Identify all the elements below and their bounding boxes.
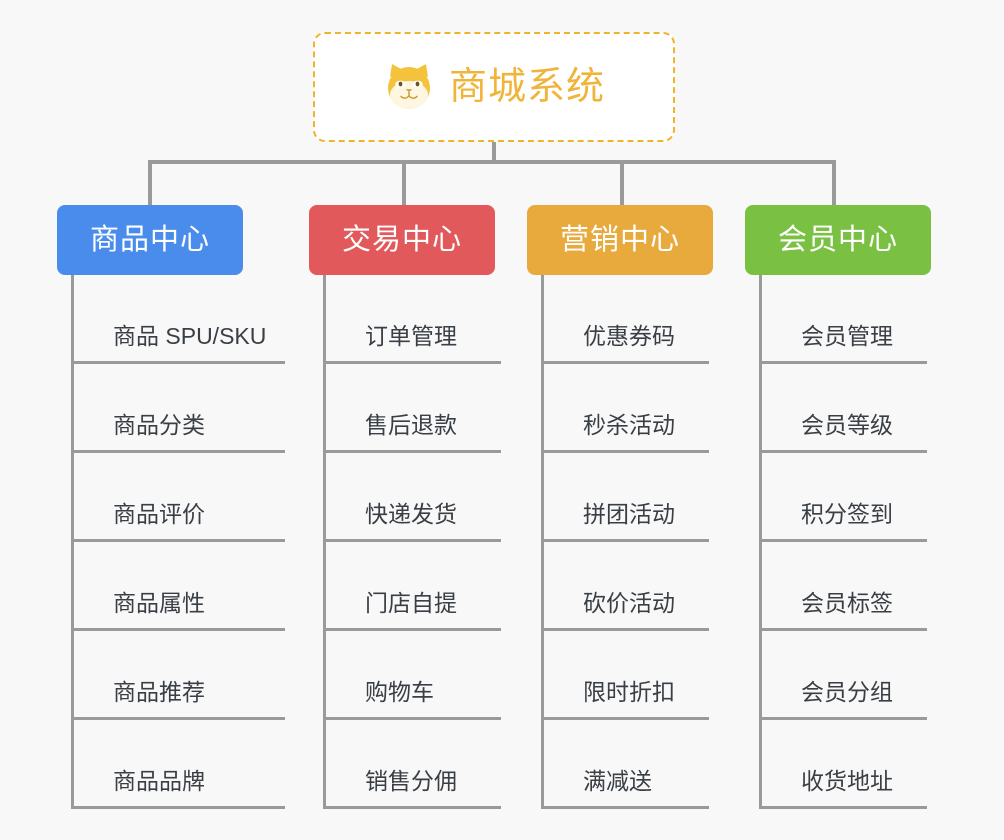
leaf-item[interactable]: 收货地址 <box>759 720 927 809</box>
leaf-item-underline <box>541 717 709 720</box>
leaf-item-underline <box>71 806 285 809</box>
leaf-item[interactable]: 商品分类 <box>71 364 285 453</box>
leaf-item[interactable]: 商品 SPU/SKU <box>71 275 285 364</box>
shiba-dog-face-icon <box>383 61 435 113</box>
leaf-item[interactable]: 拼团活动 <box>541 453 709 542</box>
leaf-item[interactable]: 优惠券码 <box>541 275 709 364</box>
leaf-item-underline <box>541 806 709 809</box>
category-label-trade: 交易中心 <box>341 223 462 256</box>
leaf-item[interactable]: 限时折扣 <box>541 631 709 720</box>
leaf-item[interactable]: 会员标签 <box>759 542 927 631</box>
leaf-item-label: 会员标签 <box>801 590 893 616</box>
leaf-item-label: 限时折扣 <box>583 679 675 705</box>
leaf-item[interactable]: 销售分佣 <box>323 720 501 809</box>
root-node[interactable]: 商城系统 <box>313 32 675 142</box>
leaf-item-underline <box>541 539 709 542</box>
leaf-item[interactable]: 积分签到 <box>759 453 927 542</box>
root-title: 商城系统 <box>448 66 605 108</box>
leaf-item-label: 快递发货 <box>365 501 457 527</box>
connector-drop-4 <box>832 160 836 205</box>
leaf-item[interactable]: 购物车 <box>323 631 501 720</box>
branch-spine <box>71 275 74 809</box>
leaf-item-label: 砍价活动 <box>583 590 675 616</box>
leaf-item-label: 积分签到 <box>801 501 893 527</box>
leaf-item-underline <box>759 361 927 364</box>
leaf-item-label: 商品属性 <box>113 590 205 616</box>
connector-root-stem <box>492 142 496 162</box>
leaf-item[interactable]: 砍价活动 <box>541 542 709 631</box>
leaf-item[interactable]: 门店自提 <box>323 542 501 631</box>
leaf-item-underline <box>541 361 709 364</box>
leaf-item-label: 商品品牌 <box>113 768 205 794</box>
leaf-item-label: 订单管理 <box>365 323 457 349</box>
connector-drop-2 <box>402 160 406 205</box>
leaf-item-underline <box>759 628 927 631</box>
leaf-item-underline <box>759 806 927 809</box>
leaf-item[interactable]: 售后退款 <box>323 364 501 453</box>
leaf-item-underline <box>323 628 501 631</box>
leaf-item-label: 收货地址 <box>801 768 893 794</box>
category-label-product: 商品中心 <box>89 223 210 256</box>
category-box-product[interactable]: 商品中心 <box>57 205 243 275</box>
leaf-item-underline <box>71 539 285 542</box>
leaf-item-underline <box>323 717 501 720</box>
leaf-item-label: 购物车 <box>365 679 434 705</box>
leaf-item[interactable]: 满减送 <box>541 720 709 809</box>
leaf-item[interactable]: 订单管理 <box>323 275 501 364</box>
category-box-member[interactable]: 会员中心 <box>745 205 931 275</box>
leaf-item-underline <box>759 717 927 720</box>
leaf-item[interactable]: 商品属性 <box>71 542 285 631</box>
leaf-item-underline <box>323 806 501 809</box>
category-label-marketing: 营销中心 <box>559 223 680 256</box>
leaf-item-label: 商品 SPU/SKU <box>113 323 267 349</box>
connector-horizontal-bus <box>148 160 834 164</box>
leaf-item-underline <box>323 361 501 364</box>
leaf-item-underline <box>323 450 501 453</box>
leaf-item[interactable]: 会员管理 <box>759 275 927 364</box>
leaf-item-underline <box>541 628 709 631</box>
connector-drop-3 <box>620 160 624 205</box>
branch-spine <box>759 275 762 809</box>
leaf-item-underline <box>323 539 501 542</box>
leaf-item[interactable]: 会员等级 <box>759 364 927 453</box>
leaf-item[interactable]: 快递发货 <box>323 453 501 542</box>
category-box-marketing[interactable]: 营销中心 <box>527 205 713 275</box>
leaf-item-label: 售后退款 <box>365 412 457 438</box>
leaf-item-label: 会员等级 <box>801 412 893 438</box>
branch-spine <box>541 275 544 809</box>
leaf-item-label: 会员分组 <box>801 679 893 705</box>
leaf-item-label: 商品分类 <box>113 412 205 438</box>
leaf-item[interactable]: 商品推荐 <box>71 631 285 720</box>
leaf-item-underline <box>759 539 927 542</box>
category-box-trade[interactable]: 交易中心 <box>309 205 495 275</box>
leaf-item-underline <box>541 450 709 453</box>
leaf-item-underline <box>71 361 285 364</box>
leaf-item[interactable]: 会员分组 <box>759 631 927 720</box>
leaf-item-label: 销售分佣 <box>365 768 457 794</box>
leaf-item-label: 门店自提 <box>365 590 457 616</box>
leaf-item[interactable]: 商品评价 <box>71 453 285 542</box>
leaf-item-label: 优惠券码 <box>583 323 675 349</box>
leaf-item[interactable]: 秒杀活动 <box>541 364 709 453</box>
leaf-item-label: 商品评价 <box>113 501 205 527</box>
leaf-item-label: 商品推荐 <box>113 679 205 705</box>
leaf-item[interactable]: 商品品牌 <box>71 720 285 809</box>
leaf-item-underline <box>71 450 285 453</box>
leaf-item-label: 会员管理 <box>801 323 893 349</box>
category-label-member: 会员中心 <box>777 223 898 256</box>
leaf-item-underline <box>759 450 927 453</box>
leaf-item-label: 满减送 <box>583 768 652 794</box>
leaf-item-label: 拼团活动 <box>583 501 675 527</box>
leaf-item-label: 秒杀活动 <box>583 412 675 438</box>
leaf-item-underline <box>71 717 285 720</box>
branch-spine <box>323 275 326 809</box>
connector-drop-1 <box>148 160 152 205</box>
leaf-item-underline <box>71 628 285 631</box>
